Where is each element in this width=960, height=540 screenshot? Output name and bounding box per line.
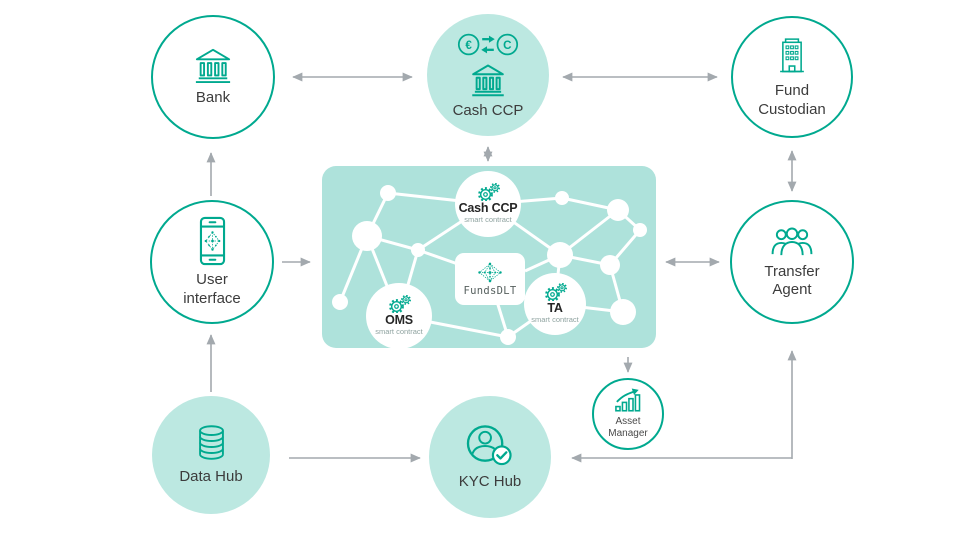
node-fund-custodian: Fund Custodian (731, 16, 853, 138)
currency-right-symbol: C (503, 39, 512, 52)
contract-subtitle: smart contract (375, 327, 423, 337)
fundsdlt-logo-icon (478, 262, 502, 282)
database-icon (198, 425, 224, 461)
currency-left-symbol: € (465, 39, 472, 52)
person-verified-icon (466, 425, 512, 466)
growth-chart-icon (615, 388, 641, 412)
bank-icon (195, 49, 231, 84)
contract-oms: OMS smart contract (366, 283, 432, 348)
node-label: KYC Hub (458, 472, 522, 490)
node-kyc-hub: KYC Hub (429, 396, 551, 518)
gears-icon (388, 295, 411, 314)
contract-title: TA (547, 301, 563, 316)
node-label: User interface (183, 271, 241, 307)
contract-title: OMS (385, 313, 413, 328)
contract-ta: TA smart contract (524, 273, 586, 335)
node-label: Data Hub (179, 468, 243, 486)
node-label: Transfer Agent (764, 262, 820, 298)
fundsdlt-badge: FundsDLT (455, 253, 525, 305)
node-label: Fund Custodian (758, 82, 826, 118)
node-user-interface: User interface (150, 200, 274, 324)
dlt-network-box: Cash CCP smart contract OMS smart contra… (322, 166, 656, 348)
node-label: Asset Manager (608, 415, 648, 439)
node-transfer-agent: Transfer Agent (730, 200, 854, 324)
node-label: Cash CCP (452, 101, 524, 119)
node-data-hub: Data Hub (152, 396, 270, 514)
fundsdlt-logo-text: FundsDLT (463, 284, 517, 297)
gears-icon (544, 283, 567, 302)
node-asset-manager: Asset Manager (592, 378, 664, 450)
node-cash-ccp: € C Cash CCP (427, 14, 549, 136)
node-label: Bank (195, 89, 231, 107)
people-group-icon (771, 227, 813, 255)
contract-subtitle: smart contract (464, 215, 512, 225)
bank-icon (472, 64, 504, 97)
currency-exchange-icon: € C (457, 33, 519, 56)
contract-title: Cash CCP (458, 201, 518, 216)
gears-icon (477, 183, 500, 202)
node-bank: Bank (151, 15, 275, 139)
contract-subtitle: smart contract (531, 315, 579, 325)
smartphone-network-icon (199, 217, 225, 266)
contract-cash-ccp: Cash CCP smart contract (455, 171, 521, 237)
office-building-icon (780, 38, 804, 73)
